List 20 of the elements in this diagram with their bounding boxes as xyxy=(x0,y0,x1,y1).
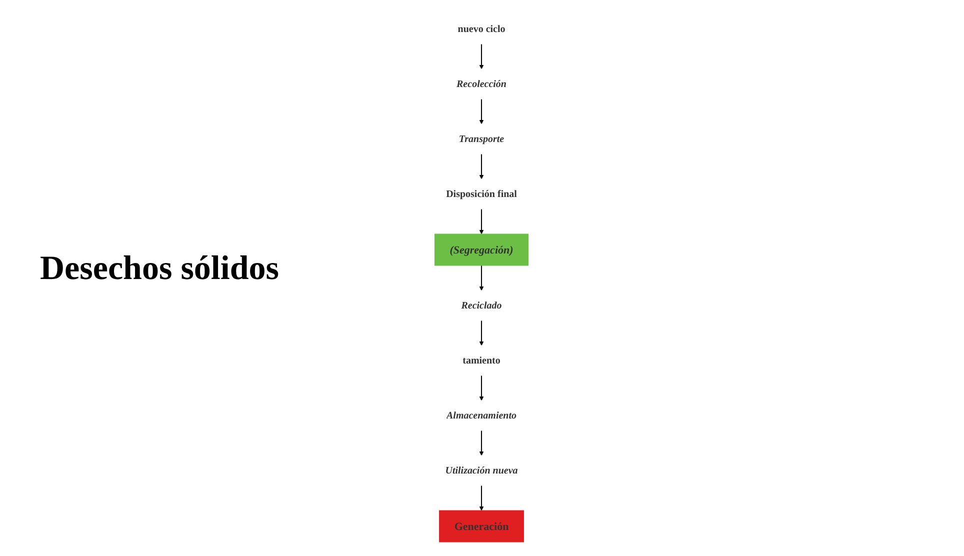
center-title: Desechos sólidos xyxy=(40,250,279,287)
node-text: nuevo ciclo xyxy=(458,24,506,34)
arrow xyxy=(480,44,484,70)
arrow xyxy=(480,265,484,291)
arrow xyxy=(480,208,484,234)
node-box: (Segregación) xyxy=(434,234,530,266)
node-text: tamiento xyxy=(463,355,501,366)
node-text: Transporte xyxy=(459,134,505,144)
arrow xyxy=(480,375,484,401)
arrow xyxy=(480,430,484,456)
arrow xyxy=(480,485,484,511)
node-text: Almacenamiento xyxy=(446,410,517,421)
arrow xyxy=(480,320,484,346)
node-text: Utilización nueva xyxy=(446,465,518,476)
node-box: Generación xyxy=(440,510,524,542)
arrow xyxy=(480,154,484,180)
node-text: Disposición final xyxy=(446,188,518,200)
node-text: Reciclado xyxy=(462,300,502,311)
arrow xyxy=(480,98,484,124)
node-text: Recolección xyxy=(457,78,507,90)
